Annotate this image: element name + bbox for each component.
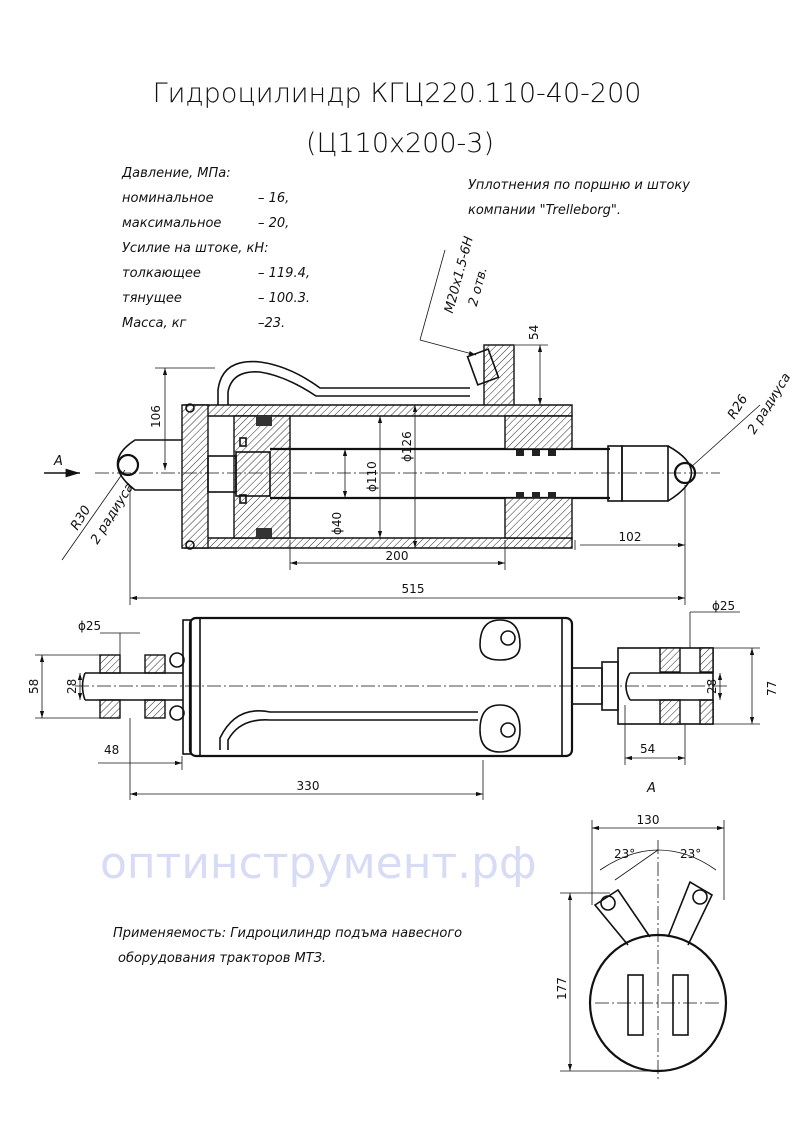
dim-54: 54 [527,325,541,340]
right-dim-54: 54 [640,742,655,756]
application-note-2: оборудования тракторов МТЗ. [118,951,326,966]
dim-dia-126: ϕ126 [400,431,414,462]
nominal-value: – 16, [258,191,289,206]
dim-dia-40: ϕ40 [330,512,344,535]
view-a-marker: A [53,454,63,469]
dim-r26: R26 [725,392,751,422]
right-dim-77: 77 [765,681,779,696]
watermark: оптинструмент.рф [100,838,537,889]
push-value: – 119.4, [258,266,310,281]
title-line-1: Гидроцилиндр КГЦ220.110-40-200 [153,78,642,109]
dim-dia-110: ϕ110 [365,461,379,492]
push-label: толкающее [122,266,201,281]
specs-block: Давление, МПа: номинальное – 16, максима… [121,166,310,331]
left-dia-25: ϕ25 [78,619,101,633]
dim-length-515: 515 [402,582,425,596]
dim-stroke-200: 200 [386,549,409,563]
pull-label: тянущее [122,291,182,306]
view-a: A 130 23° 23° 177 [555,781,728,1080]
pressure-heading: Давление, МПа: [121,166,231,181]
view-a-label: A [646,781,656,796]
title-line-2: (Ц110х200-3) [306,128,494,159]
dim-r30: R30 [68,503,94,533]
pull-value: – 100.3. [258,291,310,306]
plan-view: ϕ25 58 28 48 330 ϕ25 28 77 54 [27,599,779,800]
mass-label: Масса, кг [122,316,187,331]
left-dim-58: 58 [27,679,41,694]
max-label: максимальное [122,216,221,231]
view-a-width-130: 130 [637,813,660,827]
seals-note-1: Уплотнения по поршню и штоку [468,178,690,193]
dim-106: 106 [149,405,163,428]
dim-330: 330 [297,779,320,793]
application-note-1: Применяемость: Гидроцилиндр подъма навес… [113,926,462,941]
mass-value: –23. [258,316,285,331]
angle-right: 23° [680,847,701,861]
force-heading: Усилие на штоке, кН: [122,241,269,256]
max-value: – 20, [258,216,289,231]
view-a-height-177: 177 [555,977,569,1000]
dim-r26-note: 2 радиуса [745,371,793,437]
dim-102: 102 [619,530,642,544]
nominal-label: номинальное [122,191,214,206]
right-dim-28: 28 [705,679,719,694]
left-dim-48: 48 [104,743,119,757]
seals-note-2: компании "Trelleborg". [468,203,621,218]
right-dia-25: ϕ25 [712,599,735,613]
left-dim-28: 28 [65,679,79,694]
angle-left: 23° [614,847,635,861]
thread-count: 2 отв. [466,266,491,308]
